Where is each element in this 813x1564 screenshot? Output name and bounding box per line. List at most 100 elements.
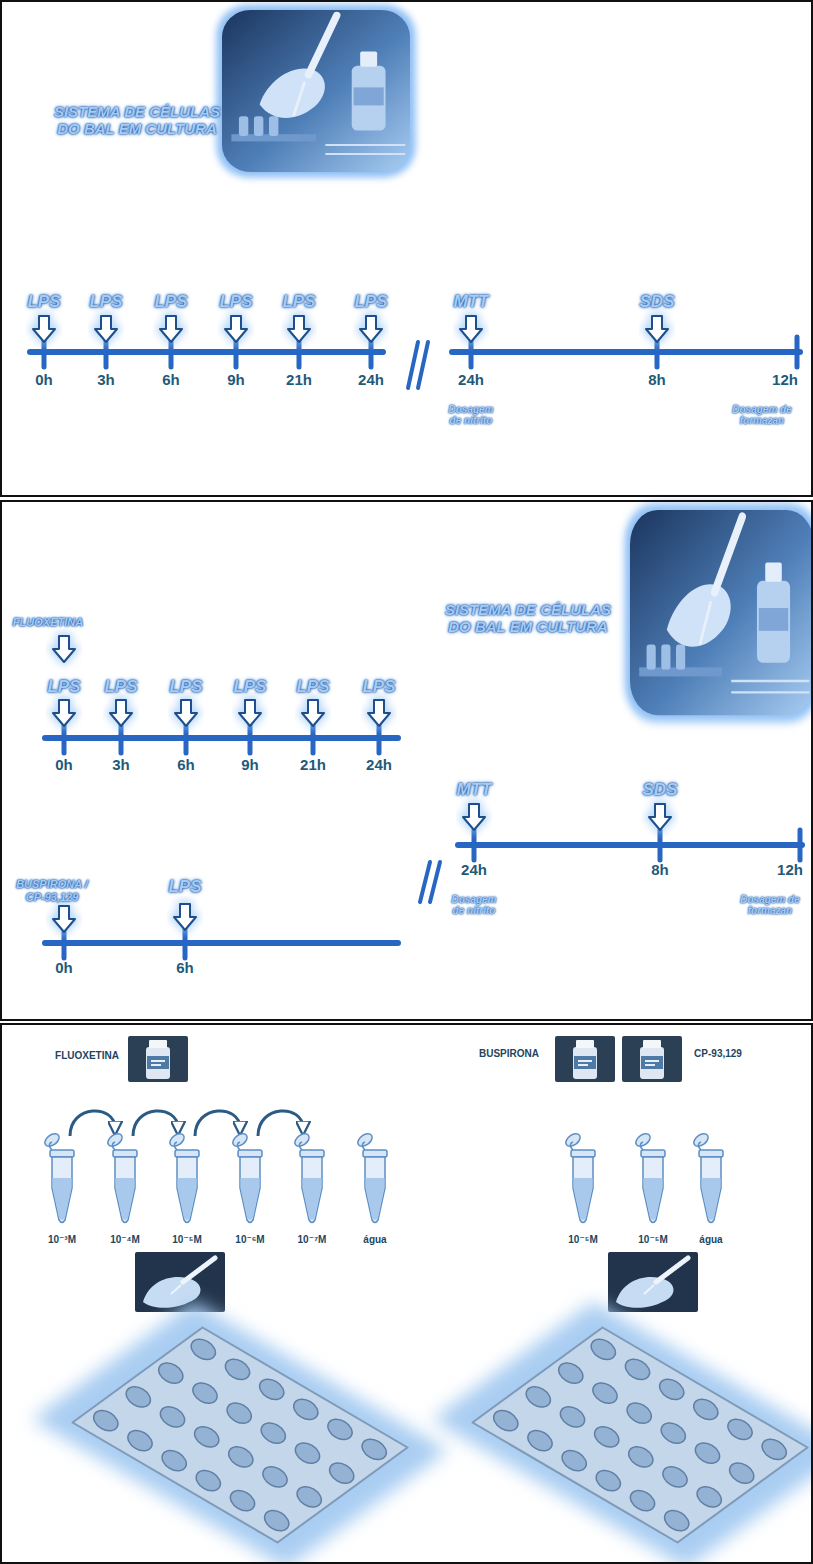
panel-label: LPS [168, 877, 201, 897]
plate-well [158, 1446, 190, 1475]
arrow-glow [110, 700, 132, 726]
tube [43, 1131, 74, 1222]
arrow-glow [239, 700, 261, 726]
panel-label: 24h [458, 371, 484, 388]
arrow-glow [160, 316, 182, 342]
plate-well [593, 1466, 625, 1495]
panel-label: 6h [177, 756, 195, 773]
down-arrow [225, 316, 247, 342]
pipette-photo [135, 1252, 225, 1312]
panel-label: 0h [55, 756, 73, 773]
panel-label: SISTEMA DE CÉLULAS DO BAL EM CULTURA [49, 103, 225, 138]
plate-well [124, 1426, 156, 1455]
panel-label: 10⁻⁶M [235, 1234, 264, 1246]
plate-well [258, 1419, 290, 1448]
panel-label: FLUOXETINA [55, 1050, 119, 1062]
well-plate [73, 1328, 408, 1543]
panel-label: Dosagem de formazan [736, 894, 804, 917]
timeline-glow [45, 936, 398, 950]
down-arrow [302, 700, 324, 726]
plate-well [623, 1399, 655, 1428]
down-arrow [53, 906, 75, 932]
dilution-arrows [70, 1111, 303, 1136]
plate-well [222, 1355, 254, 1384]
down-arrow [649, 804, 671, 830]
down-arrow [463, 804, 485, 830]
timeline-axis [452, 349, 800, 355]
panel-label: 0h [55, 959, 73, 976]
panel-label: 24h [366, 756, 392, 773]
plate-well [589, 1379, 621, 1408]
plate-well [693, 1483, 725, 1512]
plate-well [157, 1403, 189, 1432]
down-arrow [460, 316, 482, 342]
panel-label: MTT [454, 292, 489, 312]
panel-label: LPS [104, 677, 137, 697]
panel-label: 8h [651, 861, 669, 878]
dilution-arrow [70, 1111, 115, 1136]
down-arrow [53, 636, 75, 662]
plate-well [123, 1383, 155, 1412]
plate-glow [32, 1302, 447, 1564]
bottle-photo [128, 1036, 188, 1082]
panel-label: 24h [461, 861, 487, 878]
panel-label: 12h [777, 861, 803, 878]
arrow-glow [95, 316, 117, 342]
panel-label: 6h [162, 371, 180, 388]
panel-label: MTT [457, 780, 492, 800]
panel-label: 10⁻⁴M [110, 1234, 140, 1246]
tubes [43, 1131, 723, 1222]
arrow-glow [53, 636, 75, 662]
plate-well [558, 1446, 590, 1475]
timeline-glow [458, 838, 802, 852]
plate-well [256, 1375, 288, 1404]
break-slash [418, 342, 428, 388]
plate-well [189, 1379, 221, 1408]
arrow-glow [460, 316, 482, 342]
plate-well [661, 1506, 693, 1535]
plate-well [259, 1463, 291, 1492]
dilution-arrow [195, 1111, 240, 1136]
timeline-tick [472, 830, 477, 860]
panel-label: CP-93,129 [694, 1048, 742, 1060]
down-arrow [288, 316, 310, 342]
break-slash [430, 862, 440, 902]
plate-well [659, 1463, 691, 1492]
plate-well [656, 1375, 688, 1404]
arrow-glow [302, 700, 324, 726]
timeline-axis [458, 842, 802, 848]
panel-label: LPS [296, 677, 329, 697]
arrow-glow [288, 316, 310, 342]
panel-label: 9h [227, 371, 245, 388]
plate-well [188, 1335, 220, 1364]
arrow-glow [175, 700, 197, 726]
lab-photo [216, 5, 415, 178]
panel-label: 3h [112, 756, 130, 773]
tube [356, 1131, 387, 1222]
bottle-photo [555, 1036, 615, 1082]
dilution-arrow [258, 1111, 303, 1136]
plate-well [261, 1506, 293, 1535]
down-arrow [53, 700, 75, 726]
plate-well [726, 1459, 758, 1488]
down-arrow [646, 316, 668, 342]
plate-well [625, 1443, 657, 1472]
panel-label: LPS [362, 677, 395, 697]
plate-well [293, 1483, 325, 1512]
plate-well [225, 1443, 257, 1472]
tube [564, 1131, 595, 1222]
down-arrow [110, 700, 132, 726]
plate-well [758, 1435, 790, 1464]
panel-label: LPS [233, 677, 266, 697]
break-marks [408, 342, 440, 902]
panel-label: 21h [286, 371, 312, 388]
plate-well [690, 1395, 722, 1424]
plate-well [490, 1406, 522, 1435]
panel-label: 10⁻⁵M [568, 1234, 597, 1246]
timeline-glow [30, 345, 383, 359]
plate-glow [432, 1302, 813, 1564]
panel-label: 0h [35, 371, 53, 388]
panel-label: LPS [354, 292, 387, 312]
